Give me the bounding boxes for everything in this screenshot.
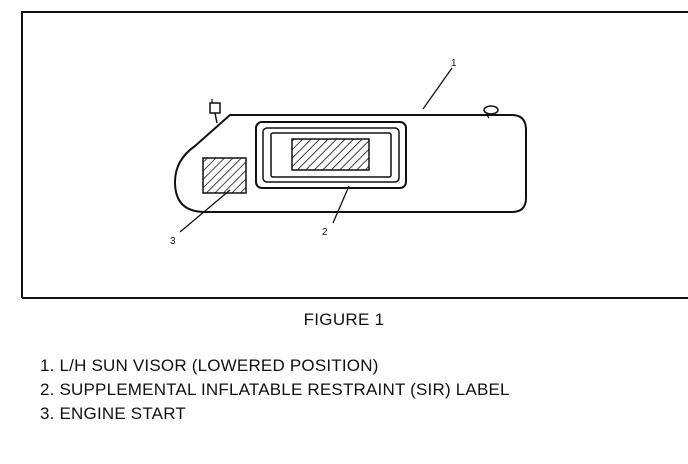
callout-2: 2	[322, 227, 328, 238]
sun-visor-outline	[173, 114, 527, 213]
callout-1: 1	[451, 58, 457, 69]
sun-visor-diagram: 1 2 3	[21, 11, 688, 299]
engine-start-label	[202, 157, 247, 194]
sir-label	[291, 138, 370, 171]
legend-item: 3. ENGINE START	[40, 404, 186, 423]
callout-3: 3	[170, 236, 176, 247]
visor-pivot-icon	[209, 99, 221, 124]
callout-3-leader	[179, 189, 231, 233]
callout-1-leader	[422, 67, 453, 110]
vanity-mirror	[255, 121, 407, 189]
legend-item: 2. SUPPLEMENTAL INFLATABLE RESTRAINT (SI…	[40, 380, 510, 399]
figure-frame	[21, 11, 688, 299]
figure-caption: FIGURE 1	[303, 310, 385, 329]
legend-list: 1. L/H SUN VISOR (LOWERED POSITION) 2. S…	[40, 354, 510, 426]
callout-2-leader	[332, 185, 350, 224]
visor-clip-icon	[483, 105, 499, 119]
legend-item: 1. L/H SUN VISOR (LOWERED POSITION)	[40, 356, 379, 375]
